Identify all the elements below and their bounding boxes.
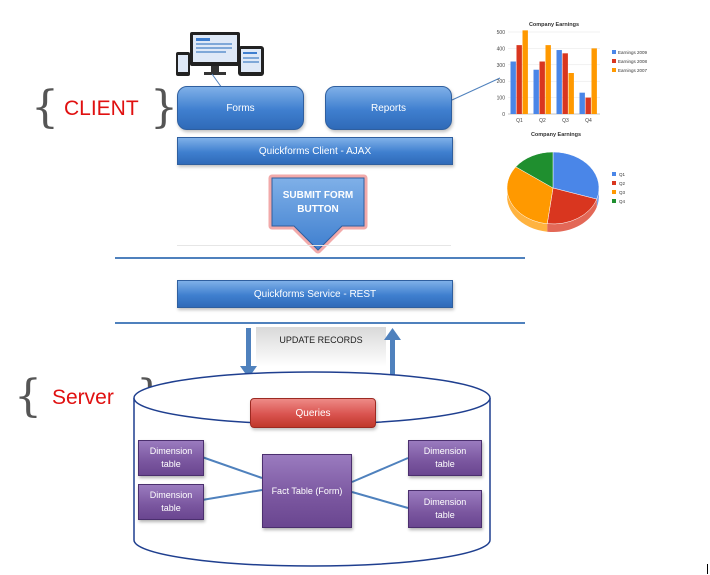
server-label: Server xyxy=(52,386,114,409)
table-label: table xyxy=(435,510,455,520)
update-arrows xyxy=(240,328,401,378)
bar xyxy=(585,97,591,114)
ajax-client-bar: Quickforms Client - AJAX xyxy=(177,137,453,165)
devices-icon xyxy=(176,32,264,76)
x-tick-label: Q3 xyxy=(562,118,569,124)
bar xyxy=(533,69,539,114)
bar xyxy=(510,61,516,114)
client-label: CLIENT xyxy=(64,97,139,120)
y-tick-label: 0 xyxy=(502,112,505,118)
service-top-line xyxy=(115,257,525,259)
x-tick-label: Q1 xyxy=(516,118,523,124)
y-tick-label: 400 xyxy=(497,46,506,52)
bar xyxy=(556,50,562,114)
reports-label: Reports xyxy=(370,102,406,114)
bar xyxy=(545,45,551,114)
legend-label: Earnings 2007 xyxy=(618,68,648,73)
dimension-label: Dimension xyxy=(149,446,193,456)
legend-swatch xyxy=(612,50,616,54)
y-tick-label: 200 xyxy=(497,79,506,85)
bar xyxy=(591,48,597,114)
pie-slice xyxy=(515,151,554,189)
bar xyxy=(568,73,574,114)
submit-label-line2: BUTTON xyxy=(297,204,338,215)
y-tick-label: 300 xyxy=(497,63,506,69)
legend-label: Q4 xyxy=(619,199,626,204)
legend-label: Q1 xyxy=(619,172,626,177)
bar xyxy=(539,61,545,114)
dimension-table-bottom-left[interactable]: Dimension table xyxy=(138,484,204,520)
queries-label: Queries xyxy=(295,407,331,419)
bar xyxy=(579,92,585,114)
rest-service-label: Quickforms Service - REST xyxy=(253,288,377,300)
table-label: table xyxy=(435,459,455,469)
bar xyxy=(562,53,568,114)
left-brace-server: { xyxy=(14,371,42,422)
y-tick-label: 500 xyxy=(497,30,506,36)
update-records-box: UPDATE RECORDS xyxy=(256,327,386,367)
fact-table-box[interactable]: Fact Table (Form) xyxy=(262,454,352,528)
dimension-label: Dimension xyxy=(149,490,193,500)
faint-divider xyxy=(177,245,451,246)
text-cursor xyxy=(707,564,708,574)
submit-label-line1: SUBMIT FORM xyxy=(283,190,354,201)
fact-table-label: Fact Table (Form) xyxy=(271,485,343,496)
legend-swatch xyxy=(612,181,616,185)
bar xyxy=(522,30,528,114)
ajax-client-label: Quickforms Client - AJAX xyxy=(258,145,372,157)
x-tick-label: Q4 xyxy=(585,118,592,124)
forms-box[interactable]: Forms xyxy=(177,86,304,130)
queries-box[interactable]: Queries xyxy=(250,398,376,428)
legend-label: Earnings 2009 xyxy=(618,50,648,55)
legend-label: Q3 xyxy=(619,190,626,195)
pie-slice xyxy=(552,151,600,200)
submit-arrow[interactable]: SUBMIT FORM BUTTON xyxy=(262,174,380,256)
right-brace-client: } xyxy=(150,82,178,133)
legend-swatch xyxy=(612,199,616,203)
y-tick-label: 100 xyxy=(497,96,506,102)
legend-label: Earnings 2008 xyxy=(618,59,648,64)
pie-slice xyxy=(506,166,554,224)
dimension-table-top-right[interactable]: Dimension table xyxy=(408,440,482,476)
table-label: table xyxy=(161,459,181,469)
bar xyxy=(516,45,522,114)
legend-swatch xyxy=(612,59,616,63)
service-bottom-line xyxy=(115,322,525,324)
legend-swatch xyxy=(612,190,616,194)
legend-label: Q2 xyxy=(619,181,626,186)
dimension-label: Dimension xyxy=(423,497,467,507)
rest-service-bar: Quickforms Service - REST xyxy=(177,280,453,308)
bar-chart-title: Company Earnings xyxy=(529,22,579,28)
table-label: table xyxy=(161,503,181,513)
legend-swatch xyxy=(612,68,616,72)
pie-slice-side xyxy=(507,191,548,232)
reports-box[interactable]: Reports xyxy=(325,86,452,130)
pie-slice xyxy=(546,187,598,225)
forms-label: Forms xyxy=(226,102,255,114)
dimension-table-bottom-right[interactable]: Dimension table xyxy=(408,490,482,528)
dimension-table-top-left[interactable]: Dimension table xyxy=(138,440,204,476)
update-records-label: UPDATE RECORDS xyxy=(279,335,363,345)
pie-chart-title: Company Earnings xyxy=(531,132,581,138)
x-tick-label: Q2 xyxy=(539,118,546,124)
left-brace-client: { xyxy=(31,82,59,133)
legend-swatch xyxy=(612,172,616,176)
dimension-label: Dimension xyxy=(423,446,467,456)
